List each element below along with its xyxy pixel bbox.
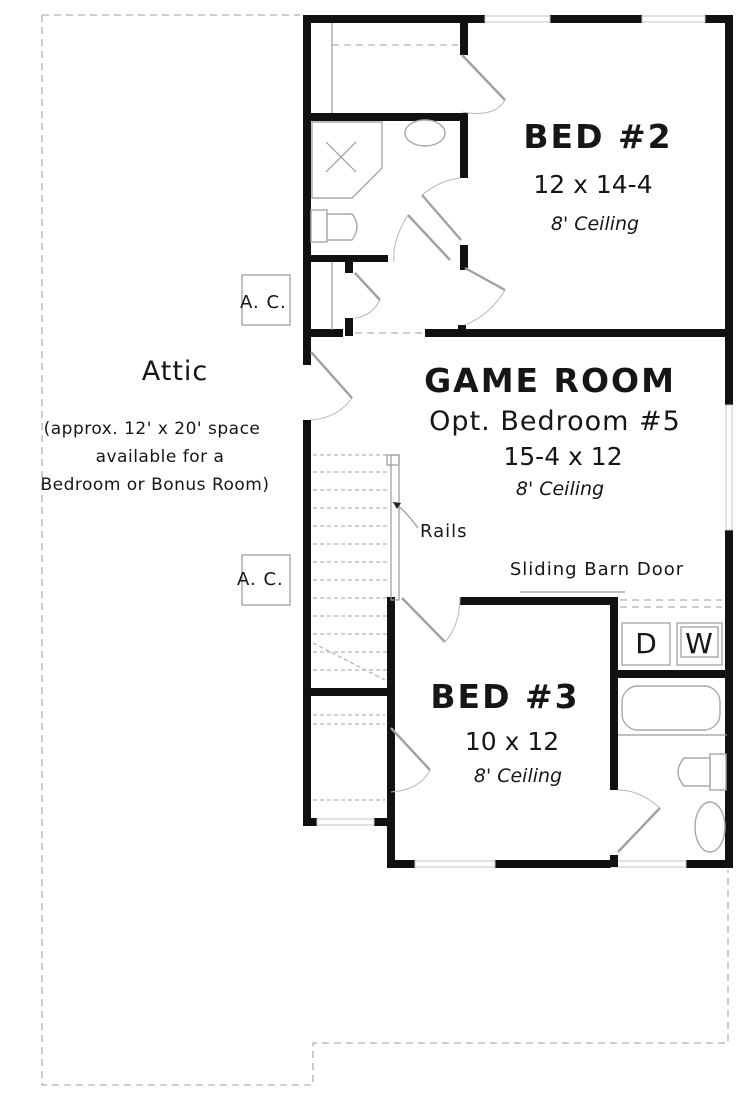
game-room-alt: Opt. Bedroom #5 <box>429 406 681 437</box>
ac-unit-upper <box>241 274 291 326</box>
bed2-ceiling: 8' Ceiling <box>551 213 639 235</box>
dryer-label: D <box>635 627 657 660</box>
attic-title: Attic <box>142 356 209 387</box>
sink-icon <box>404 119 446 147</box>
shower-icon <box>311 121 383 199</box>
doors <box>310 54 661 853</box>
laundry <box>621 622 723 666</box>
attic-note-line1: (approx. 12' x 20' space <box>44 419 261 439</box>
toilet-tank-icon <box>310 209 328 243</box>
ac-unit-lower <box>241 554 291 606</box>
toilet-tank-icon <box>709 753 727 791</box>
game-room-size: 15-4 x 12 <box>503 442 622 471</box>
sink-icon <box>694 801 726 853</box>
attic-outline <box>41 14 729 1086</box>
game-room-ceiling: 8' Ceiling <box>516 478 604 500</box>
closet-shelves <box>313 23 722 801</box>
washer-label: W <box>685 627 713 660</box>
staircase <box>312 454 400 681</box>
ac-lower-label: A. C. <box>237 569 284 590</box>
bath-2-fixtures <box>310 119 446 243</box>
game-room-title: GAME ROOM <box>424 361 676 400</box>
attic-note-line2: available for a <box>96 447 225 467</box>
bed3-title: BED #3 <box>430 677 579 716</box>
bed2-title: BED #2 <box>523 117 672 156</box>
bed3-ceiling: 8' Ceiling <box>474 765 562 787</box>
ac-upper-label: A. C. <box>240 292 287 313</box>
bed3-size: 10 x 12 <box>465 727 559 756</box>
rails-label: Rails <box>420 521 468 542</box>
bed2-size: 12 x 14-4 <box>533 170 652 199</box>
dryer-icon <box>621 622 671 666</box>
stair-rail <box>390 454 400 601</box>
toilet-icon <box>677 757 711 787</box>
attic-note-line3: Bedroom or Bonus Room) <box>40 475 269 495</box>
exterior-walls <box>303 15 733 868</box>
arrow-icon <box>393 502 401 509</box>
washer-icon <box>676 622 723 666</box>
interior-walls <box>303 15 733 867</box>
toilet-icon <box>326 213 358 241</box>
windows <box>316 15 733 868</box>
barn-door-label: Sliding Barn Door <box>510 559 684 580</box>
bathtub-icon <box>621 685 721 731</box>
bath-3-fixtures <box>618 685 727 853</box>
